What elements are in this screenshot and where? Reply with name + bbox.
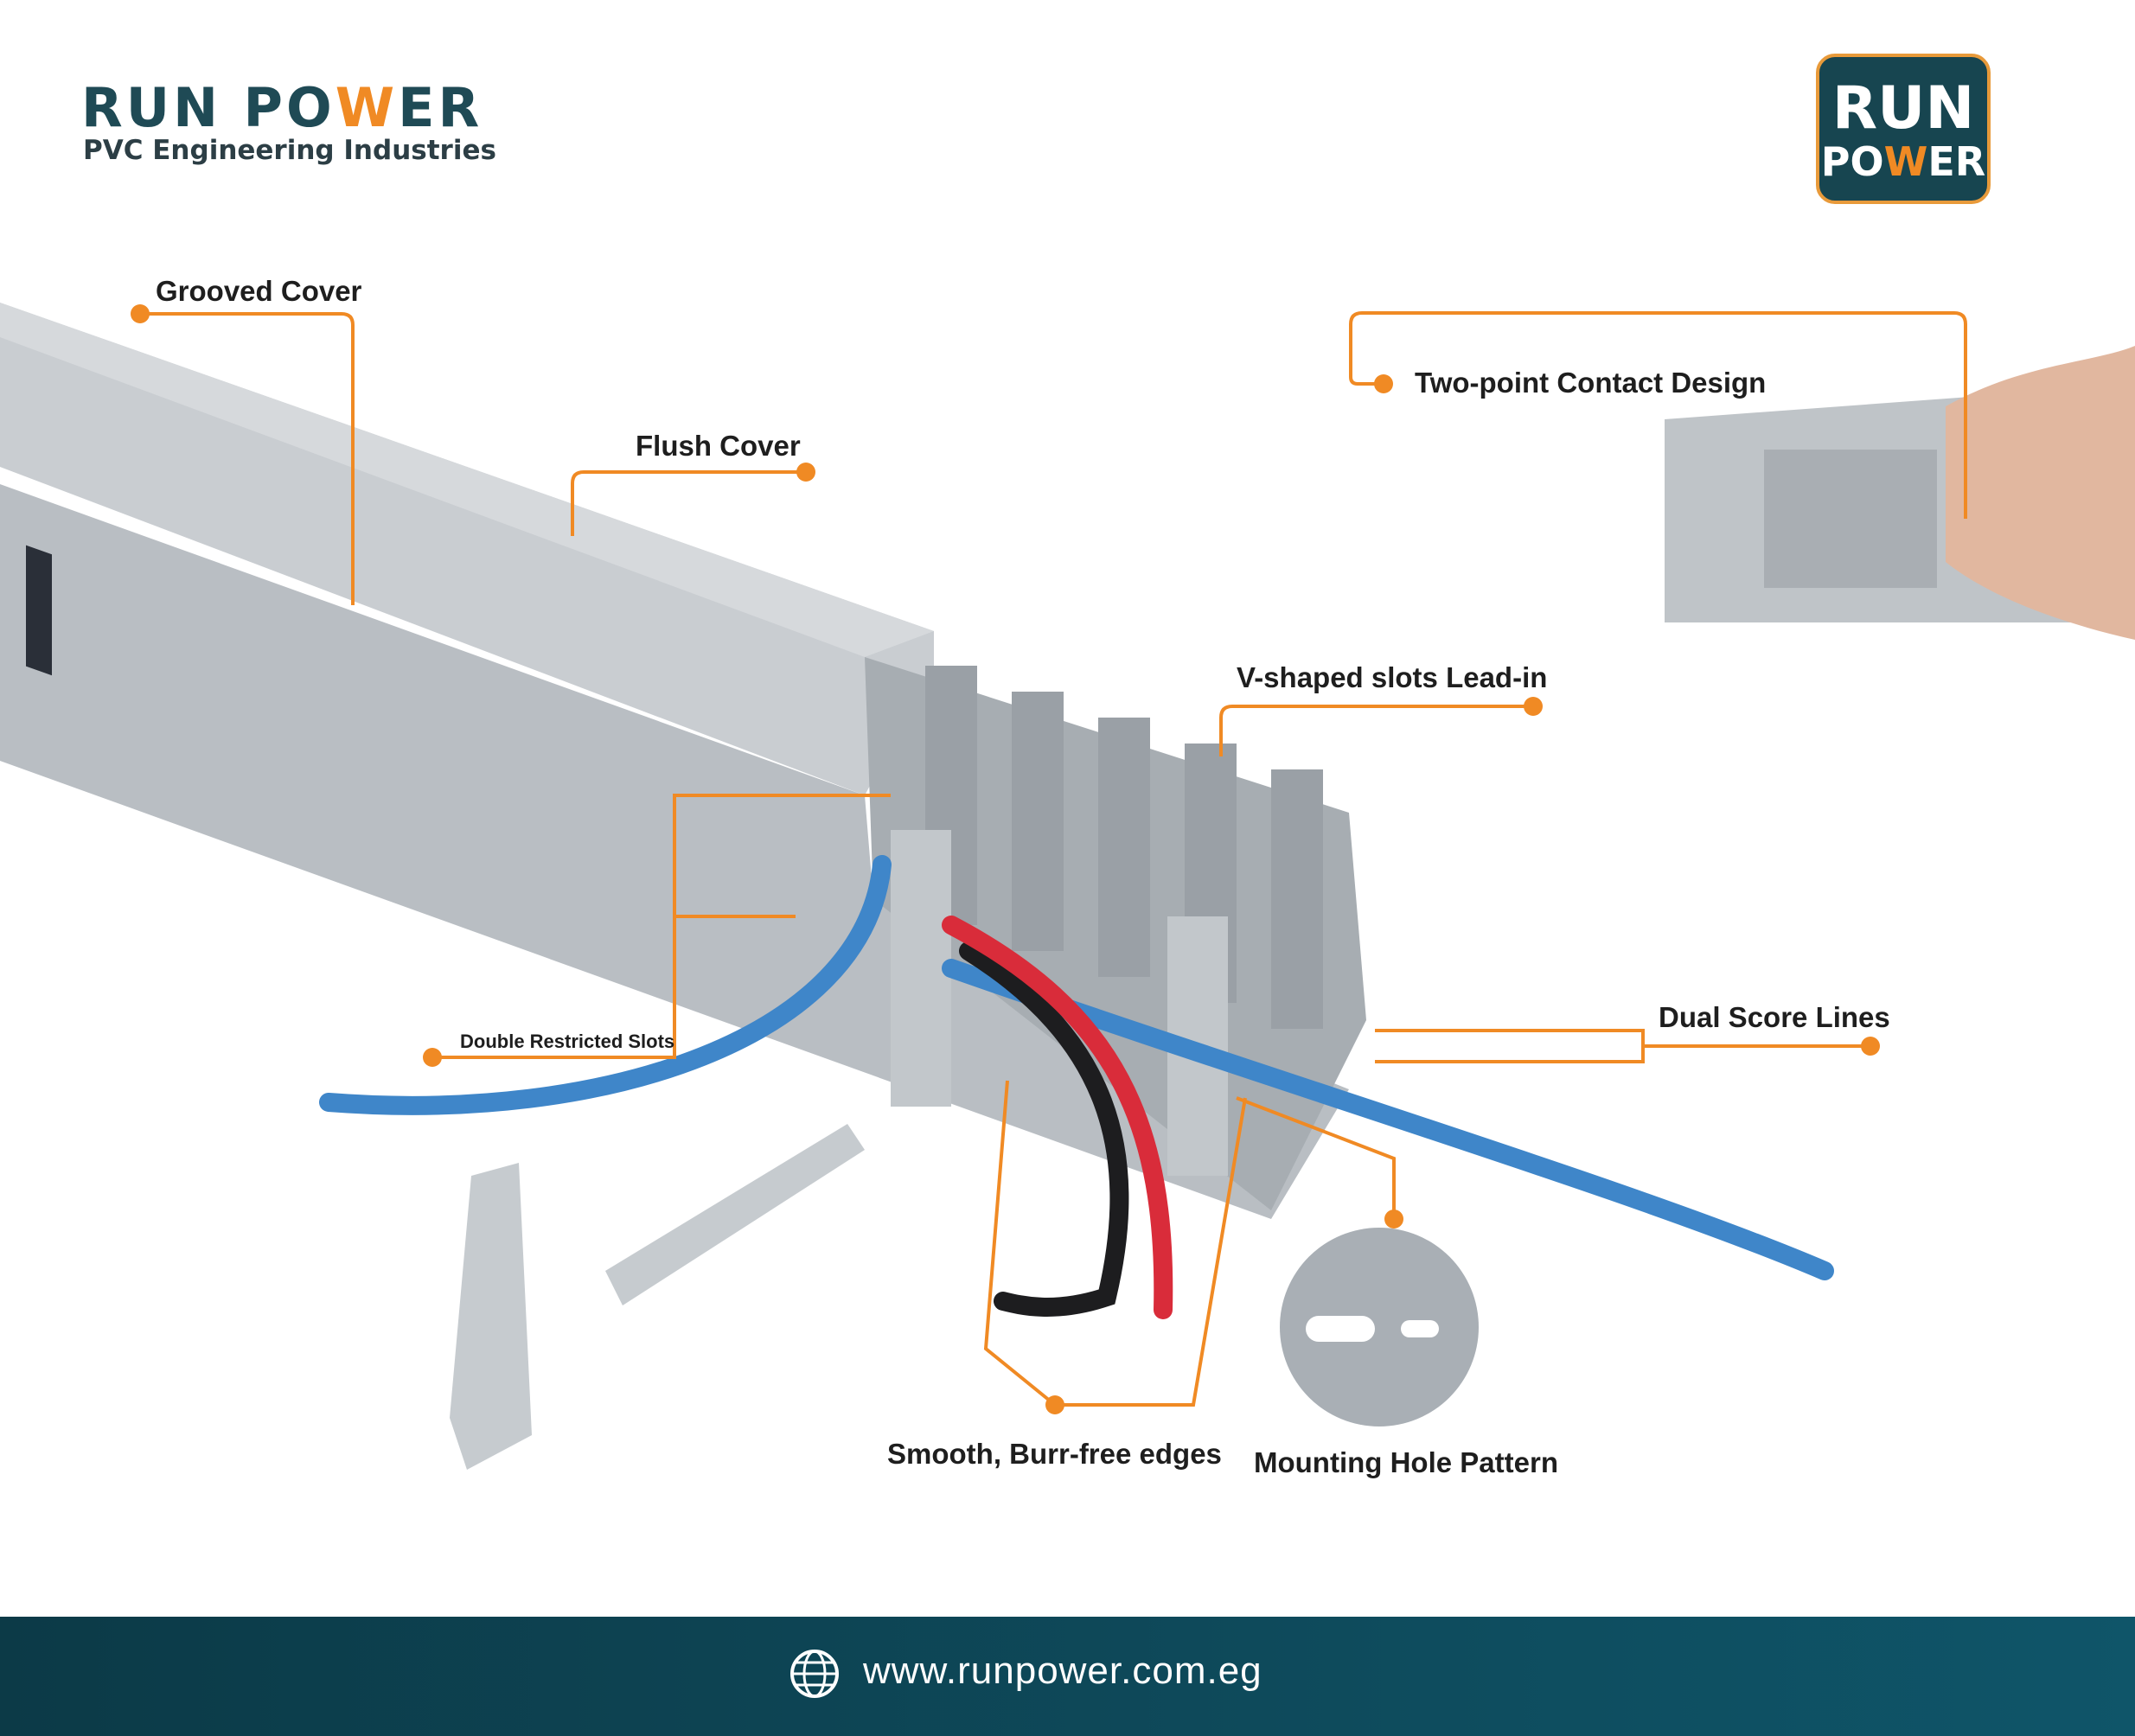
footer-bar bbox=[0, 1617, 2135, 1736]
label-mounting-hole-pattern: Mounting Hole Pattern bbox=[1254, 1446, 1558, 1478]
label-smooth-edges: Smooth, Burr-free edges bbox=[887, 1438, 1222, 1470]
blue-cable-left bbox=[319, 855, 892, 1115]
duct-cover bbox=[0, 303, 934, 795]
red-cable bbox=[942, 916, 1173, 1319]
brand-subtitle: PVC Engineering Industries bbox=[83, 135, 496, 166]
duct-cover-top bbox=[0, 303, 934, 657]
callout-dots bbox=[131, 304, 1880, 1414]
mounting-slot-long bbox=[1306, 1316, 1375, 1342]
inset-duct-inner bbox=[1764, 450, 1937, 588]
label-v-shaped-slots: V-shaped slots Lead-in bbox=[1237, 661, 1548, 693]
callout-lines bbox=[140, 311, 1967, 1407]
black-cable bbox=[959, 941, 1129, 1317]
blue-cable-right bbox=[942, 959, 1834, 1280]
inset-hand bbox=[1946, 346, 2135, 640]
globe-icon bbox=[790, 1650, 839, 1698]
website-link[interactable]: www.runpower.com.eg bbox=[863, 1650, 1262, 1692]
label-two-point-contact: Two-point Contact Design bbox=[1415, 367, 1767, 399]
brand-logo: RUN POWER bbox=[1816, 54, 1991, 204]
duct-slots bbox=[26, 545, 52, 676]
mounting-hole-circle bbox=[1280, 1228, 1479, 1426]
loose-finger-1 bbox=[450, 1163, 532, 1470]
label-grooved-cover: Grooved Cover bbox=[156, 275, 362, 307]
logo-line-1: RUN bbox=[1831, 74, 1975, 143]
label-dual-score-lines: Dual Score Lines bbox=[1659, 1001, 1890, 1033]
brand-name: RUN POWER bbox=[81, 76, 483, 139]
loose-finger-2 bbox=[605, 1124, 865, 1305]
mounting-slot-short bbox=[1401, 1320, 1439, 1337]
label-double-restricted-slots: Double Restricted Slots bbox=[460, 1031, 675, 1052]
label-flush-cover: Flush Cover bbox=[636, 430, 801, 462]
logo-line-2: POWER bbox=[1820, 138, 1986, 185]
